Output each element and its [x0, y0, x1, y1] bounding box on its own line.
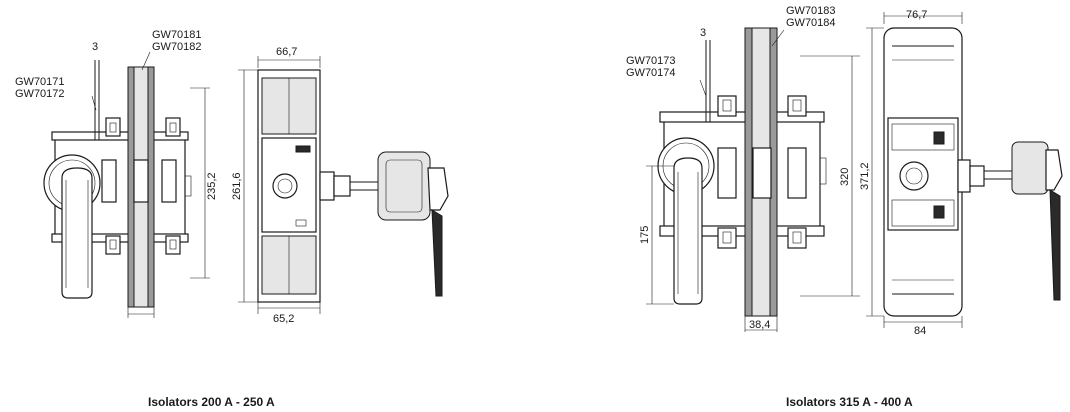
left-code-top-1: GW70181 — [152, 29, 202, 41]
left-code-side-1: GW70171 — [15, 76, 65, 88]
right-side-view — [866, 12, 1063, 328]
right-dim-175: 175 — [639, 226, 651, 244]
left-side-view — [238, 56, 449, 314]
right-dim-320: 320 — [839, 168, 851, 186]
left-code-side-2: GW70172 — [15, 88, 65, 100]
right-code-top-2: GW70184 — [786, 17, 836, 29]
right-front-view — [646, 27, 860, 332]
left-dim-3: 3 — [92, 41, 98, 53]
right-dim-84: 84 — [914, 325, 926, 337]
left-front-view — [43, 51, 210, 318]
right-dim-38: 38,4 — [749, 319, 770, 331]
left-code-top-2: GW70182 — [152, 41, 202, 53]
left-caption: Isolators 200 A - 250 A — [148, 395, 275, 409]
right-code-side-1: GW70173 — [626, 55, 676, 67]
left-dim-66: 66,7 — [276, 46, 297, 58]
right-code-top-1: GW70183 — [786, 5, 836, 17]
right-dim-76: 76,7 — [906, 9, 927, 21]
left-dim-261: 261,6 — [231, 172, 243, 200]
left-dim-235: 235,2 — [206, 172, 218, 200]
right-code-side-2: GW70174 — [626, 67, 676, 79]
left-dim-65: 65,2 — [273, 313, 294, 325]
right-dim-371: 371,2 — [859, 162, 871, 190]
right-caption: Isolators 315 A - 400 A — [786, 395, 913, 409]
right-dim-3: 3 — [700, 27, 706, 39]
